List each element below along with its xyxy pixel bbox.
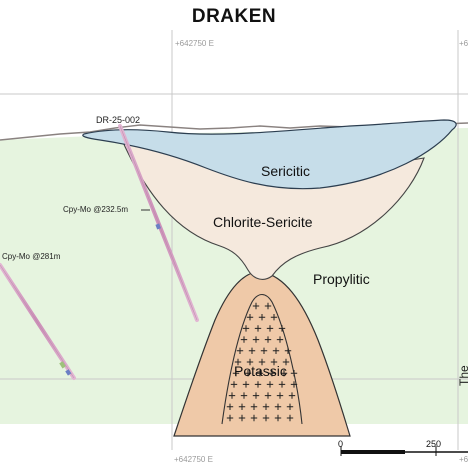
potassic-inner-boundary [221, 293, 303, 425]
plus-symbol [238, 414, 246, 422]
drillhole-trace-edge [0, 264, 75, 379]
plus-symbol [266, 381, 274, 388]
plus-symbol [260, 347, 268, 354]
plus-symbol [252, 392, 260, 399]
plus-symbol [278, 325, 286, 332]
intercept-label-2: Cpy-Mo @281m [2, 252, 61, 261]
plus-symbol [226, 414, 234, 422]
plus-symbol [258, 314, 266, 321]
plus-symbol [272, 347, 280, 354]
edge-label: The [457, 365, 468, 386]
sericitic-zone [82, 119, 457, 190]
plus-symbol [250, 403, 258, 410]
scale-bar-end-label: 250 [426, 439, 441, 449]
plus-symbol [250, 414, 258, 422]
plus-symbol [232, 370, 240, 377]
plus-symbol [282, 358, 290, 366]
plus-symbol [270, 358, 278, 366]
plus-symbol [266, 325, 274, 332]
plus-symbol [276, 392, 284, 399]
plus-symbol [278, 381, 286, 388]
plus-symbol [238, 403, 246, 410]
grid-easting-label-bottom: +642750 E [174, 455, 213, 464]
plus-symbol [264, 392, 272, 399]
plus-symbol [262, 403, 270, 410]
drillhole-trace-edge [119, 125, 198, 321]
plus-symbol [268, 370, 276, 377]
plus-symbol [248, 347, 256, 354]
plus-symbol [290, 370, 298, 377]
plus-symbol [290, 381, 298, 388]
chlorite-sericite-label: Chlorite-Sericite [213, 214, 313, 230]
plus-symbol [252, 336, 260, 343]
plus-symbol [288, 392, 296, 399]
drillhole-assay-marker [59, 361, 66, 369]
plus-symbol [262, 414, 270, 422]
plus-symbol [270, 314, 278, 321]
scale-bar-start-label: 0 [338, 439, 343, 449]
grid-easting-label-top: +642750 E [175, 39, 214, 48]
plus-symbol [228, 392, 236, 399]
grid-easting-label-cut: +642750 E [459, 39, 468, 48]
plus-symbol [280, 370, 288, 377]
plus-symbol [236, 347, 244, 354]
plus-symbol [242, 381, 250, 388]
plus-symbol [254, 325, 262, 332]
diagram-title: DRAKEN [191, 6, 277, 27]
plus-symbol [264, 336, 272, 343]
plus-symbol [276, 336, 284, 343]
potassic-label: Potassic [234, 363, 287, 379]
propylitic-label: Propylitic [313, 271, 370, 287]
intercept-label-1: Cpy-Mo @232.5m [63, 205, 128, 214]
sericitic-label: Sericitic [261, 163, 310, 179]
drillhole-assay-marker [155, 223, 161, 230]
plus-symbol [240, 336, 248, 343]
plus-symbol [252, 302, 260, 310]
plus-symbol [264, 302, 272, 310]
plus-symbol [240, 392, 248, 399]
plus-symbol [274, 414, 282, 422]
potassic-plus-pattern [226, 302, 298, 422]
plus-symbol [286, 403, 294, 410]
drillhole-assay-marker [65, 369, 72, 376]
plus-symbol [286, 414, 294, 422]
plus-symbol [246, 358, 254, 366]
drillhole-label: DR-25-002 [96, 115, 140, 125]
plus-symbol [246, 314, 254, 321]
plus-symbol [256, 370, 264, 377]
plus-symbol [274, 403, 282, 410]
plus-symbol [242, 325, 250, 332]
grid-easting-label-cut: +642750 E [459, 455, 468, 464]
plus-symbol [230, 381, 238, 388]
plus-symbol [226, 403, 234, 410]
plus-symbol [234, 358, 242, 366]
plus-symbol [254, 381, 262, 388]
scale-bar [340, 446, 468, 456]
plus-symbol [284, 347, 292, 354]
plus-symbol [244, 370, 252, 377]
plus-symbol [258, 358, 266, 366]
